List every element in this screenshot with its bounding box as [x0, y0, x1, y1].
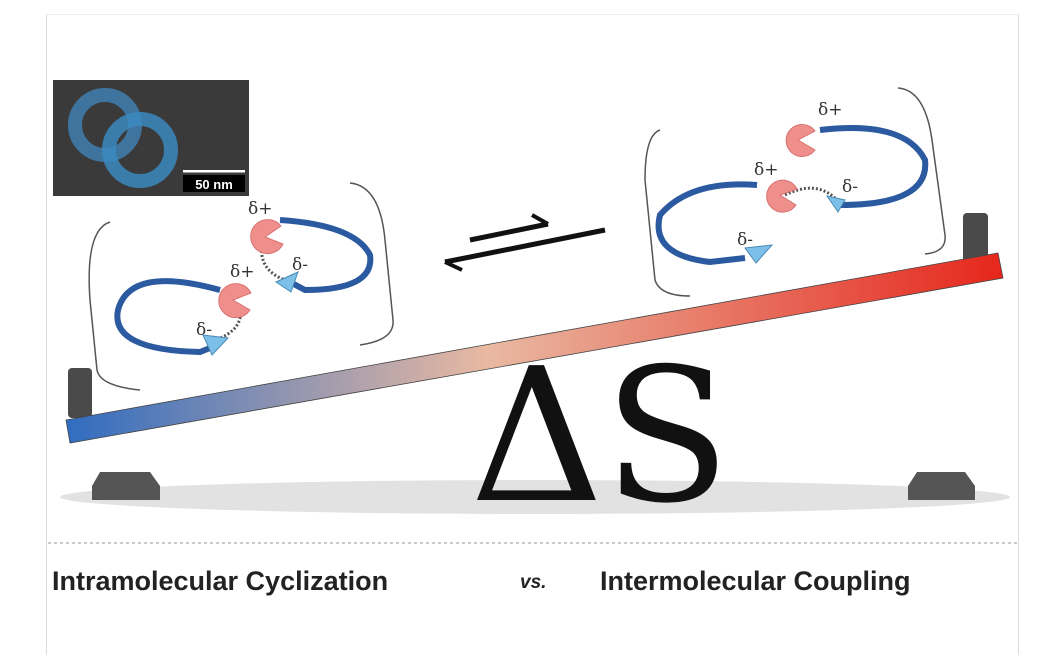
left-base: [92, 472, 160, 500]
tem-micrograph-inset: 50 nm: [53, 80, 249, 196]
polymer-chain: [279, 217, 374, 294]
polymer-chain: [655, 181, 758, 266]
charge-label: δ-: [292, 255, 308, 275]
charge-label: δ+: [818, 100, 842, 120]
charge-label: δ+: [248, 199, 272, 219]
polymer-chain: [114, 278, 221, 356]
scale-bar-label: 50 nm: [195, 177, 233, 192]
nucleophile-icon: [766, 179, 798, 213]
charge-label: δ+: [230, 262, 254, 282]
figure-frame: [46, 14, 1019, 655]
seesaw-beam: [65, 252, 1004, 444]
nucleophile-icon: [218, 283, 252, 319]
charge-label: δ-: [737, 230, 753, 250]
equilibrium-arrows-icon: [444, 213, 606, 272]
entropy-label: ΔS: [470, 328, 730, 544]
caption-vs: vs.: [520, 572, 547, 593]
electrophile-icon: [274, 271, 299, 293]
charge-label: δ+: [754, 160, 778, 180]
intermolecular-bracket: δ+ δ+ δ- δ-: [644, 87, 946, 297]
charge-label: δ-: [196, 320, 212, 340]
left-stopper: [68, 368, 92, 418]
caption-intermolecular: Intermolecular Coupling: [600, 566, 911, 596]
right-base: [908, 472, 975, 500]
electrophile-icon: [202, 334, 230, 356]
right-stopper: [963, 213, 988, 263]
intramolecular-bracket: δ+ δ+ δ- δ-: [88, 182, 394, 391]
charge-label: δ-: [842, 177, 858, 197]
dotted-bond: [784, 186, 837, 200]
ground-shadow: [60, 480, 1010, 514]
caption-intramolecular: Intramolecular Cyclization: [52, 566, 389, 596]
nucleophile-icon: [785, 124, 816, 157]
scale-bar: [183, 170, 245, 173]
electrophile-icon: [744, 244, 774, 264]
electrophile-icon: [825, 195, 846, 213]
polymer-chain: [819, 125, 929, 208]
nucleophile-icon: [250, 219, 284, 255]
